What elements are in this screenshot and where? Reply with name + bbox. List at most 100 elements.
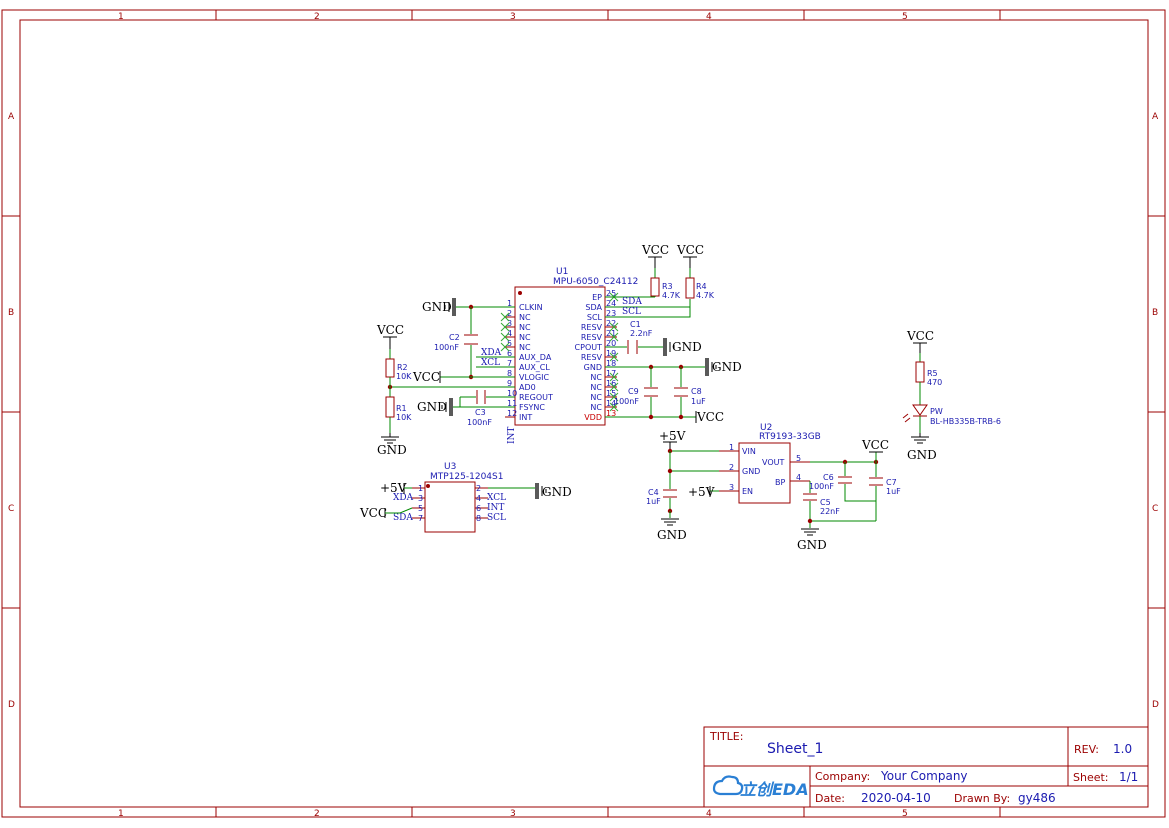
- r1-value: 10K: [396, 413, 412, 422]
- u3-5v: +5V: [380, 481, 407, 495]
- c3-value: 100nF: [467, 418, 492, 427]
- u2-pin3-name: EN: [742, 487, 753, 496]
- row-label-b-left: B: [8, 308, 14, 318]
- r5-vcc: VCC: [906, 329, 934, 343]
- c9-ref: C9: [628, 387, 639, 396]
- rev-label: REV:: [1074, 743, 1099, 756]
- u1-pin-5-name: NC: [519, 343, 531, 352]
- c5-ref: C5: [820, 498, 831, 507]
- u1-pin-18-name: GND: [584, 363, 602, 372]
- r4-resistor[interactable]: VCC R4 4.7K: [676, 243, 715, 300]
- u1-net-labels: SDA SCL XDA XCL: [481, 297, 642, 368]
- u1-sda-net: SDA: [622, 297, 642, 307]
- u1-right-pins: 25EP24SDA23SCL22RESV21RESV20CPOUT19RESV1…: [575, 289, 617, 422]
- u1-pin-1-num: 1: [507, 299, 512, 308]
- rev-value: 1.0: [1113, 742, 1132, 756]
- gnd-u1-fsync: GND: [417, 398, 453, 416]
- c8-capacitor[interactable]: C8 1uF: [674, 387, 706, 406]
- title-label: TITLE:: [709, 730, 743, 743]
- lceda-logo: 立创EDA: [712, 775, 809, 799]
- u1-pin-3-name: NC: [519, 323, 531, 332]
- c5-capacitor[interactable]: C5 22nF: [803, 493, 840, 516]
- col-label-2-top: 2: [314, 12, 320, 22]
- u2-body: [738, 442, 791, 504]
- c3-capacitor[interactable]: C3 100nF: [467, 390, 492, 427]
- u2-pin5-name: VOUT: [762, 458, 784, 467]
- sheet-title: Sheet_1: [767, 741, 823, 757]
- r5-led-branch[interactable]: VCC R5 470 PW BL-HB335B-TRB-6 GND: [902, 329, 1001, 462]
- u1-wires: [387, 296, 706, 420]
- c8-ref: C8: [691, 387, 702, 396]
- u1-pin-3-num: 3: [507, 319, 512, 328]
- col-label-3-top: 3: [510, 12, 516, 22]
- u3-scl-net: SCL: [487, 513, 506, 523]
- u3-vcc: VCC: [359, 506, 387, 520]
- nc-marker-left-2: [500, 332, 510, 342]
- u1-scl-net: SCL: [622, 307, 641, 317]
- row-label-d-right: D: [1152, 700, 1159, 710]
- c1-capacitor[interactable]: C1 2.2nF: [627, 320, 653, 354]
- u2-en-5v: +5V: [688, 485, 715, 499]
- u1-pin-24-num: 24: [606, 299, 616, 308]
- company-value: Your Company: [880, 769, 968, 783]
- date-value: 2020-04-10: [861, 791, 931, 805]
- u1-pin-4-num: 4: [507, 329, 512, 338]
- vcc-label-vlogic: VCC: [412, 370, 440, 384]
- u1-pin-12-name: INT: [519, 413, 532, 422]
- col-label-5-top: 5: [902, 12, 908, 22]
- r2-resistor[interactable]: VCC R2 10K: [376, 323, 412, 397]
- u1-pin-11-num: 11: [507, 399, 517, 408]
- u1-pin-13-num: 13: [606, 409, 616, 418]
- col-label-4-top: 4: [706, 12, 712, 22]
- col-label-4-bottom: 4: [706, 809, 712, 819]
- r2-vcc: VCC: [376, 323, 404, 337]
- gnd-u1-gnd: GND: [705, 358, 742, 376]
- u1-pin-6-name: AUX_DA: [519, 353, 552, 362]
- r2-value: 10K: [396, 372, 412, 381]
- col-label-2-bottom: 2: [314, 809, 320, 819]
- u1-pin-23-name: SCL: [587, 313, 603, 322]
- r1-resistor[interactable]: GND R1 10K: [377, 396, 412, 457]
- row-label-d-left: D: [8, 700, 15, 710]
- u3-body: [424, 481, 476, 533]
- col-label-3-bottom: 3: [510, 809, 516, 819]
- u1-part: MPU-6050_C24112: [553, 277, 638, 287]
- c7-capacitor[interactable]: C7 1uF: [869, 477, 901, 496]
- c8-value: 1uF: [691, 397, 706, 406]
- nc-marker-right-6: [609, 392, 619, 402]
- c1-ref: C1: [630, 320, 641, 329]
- c2-value: 100nF: [434, 343, 459, 352]
- c9-capacitor[interactable]: C9 100nF: [614, 387, 658, 406]
- c7-ref: C7: [886, 478, 897, 487]
- drawn-by-value: gy486: [1018, 791, 1056, 805]
- r3-vcc: VCC: [641, 243, 669, 257]
- u3-pin7: 7: [418, 514, 423, 523]
- r3-resistor[interactable]: VCC R3 4.7K: [641, 243, 681, 300]
- c6-value: 100nF: [809, 482, 834, 491]
- sheet-value: 1/1: [1119, 770, 1138, 784]
- u3-xcl-net: XCL: [487, 493, 506, 503]
- c4-capacitor[interactable]: C4 1uF: [646, 488, 677, 506]
- u1-pin-23-num: 23: [606, 309, 616, 318]
- led-ref: PW: [930, 407, 943, 416]
- u1-pin-20-name: CPOUT: [575, 343, 603, 352]
- u1-pin-10-num: 10: [507, 389, 517, 398]
- r3-value: 4.7K: [662, 291, 681, 300]
- u3-part: MTP125-1204S1: [430, 472, 503, 482]
- led-gnd: GND: [907, 448, 937, 462]
- u3-mtp125[interactable]: U3 MTP125-1204S1 1 3 5 7 2 4 6 8 XDA SDA…: [393, 462, 506, 533]
- c6-ref: C6: [823, 473, 834, 482]
- r4-value: 4.7K: [696, 291, 715, 300]
- u1-pin-5-num: 5: [507, 339, 512, 348]
- u3-pin5: 5: [418, 504, 423, 513]
- u1-pin-12-num: 12: [507, 409, 517, 418]
- u1-pin-9-name: AD0: [519, 383, 536, 392]
- u2-rt9193[interactable]: U2 RT9193-33GB 1 2 3 VIN GND EN 5 4 VOUT…: [719, 423, 821, 504]
- c6-capacitor[interactable]: C6 100nF: [809, 473, 852, 491]
- u2-pin1-name: VIN: [742, 447, 756, 456]
- c9-value: 100nF: [614, 397, 639, 406]
- nc-marker-left-1: [500, 322, 510, 332]
- c2-capacitor[interactable]: C2 100nF: [434, 333, 478, 352]
